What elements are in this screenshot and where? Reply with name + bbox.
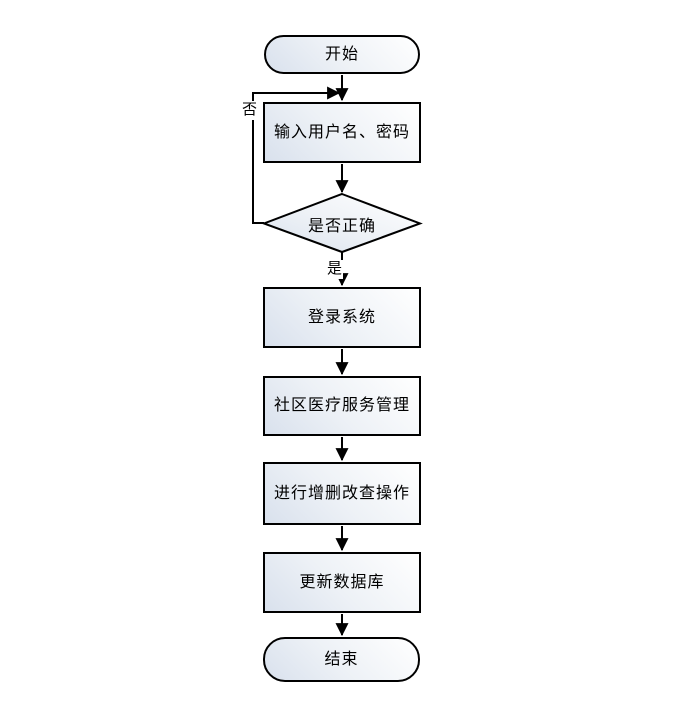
- node-service-management-label: 社区医疗服务管理: [273, 397, 410, 414]
- node-end-label: 结束: [324, 650, 359, 668]
- node-update-database-label: 更新数据库: [299, 573, 385, 591]
- node-start-label: 开始: [324, 45, 359, 63]
- node-crud-operations-label: 进行增删改查操作: [273, 484, 410, 502]
- node-update-database: 更新数据库: [263, 552, 421, 613]
- decision-diamond-shape: [261, 192, 423, 254]
- node-decision-verify: 是否正确: [264, 195, 420, 252]
- node-decision-verify-label: 是否正确: [307, 217, 376, 235]
- node-start-terminator: 开始: [264, 35, 420, 74]
- node-login-system: 登录系统: [263, 287, 421, 348]
- node-crud-operations: 进行增删改查操作: [263, 462, 421, 525]
- edge-label-no: 否: [241, 101, 259, 120]
- node-input-credentials-label: 输入用户名、密码: [273, 123, 410, 141]
- node-service-management: 社区医疗服务管理: [263, 376, 421, 436]
- node-end-terminator: 结束: [263, 637, 420, 682]
- edge-label-yes: 是: [326, 260, 344, 279]
- edge-no-loopback: [252, 86, 341, 224]
- node-input-credentials: 输入用户名、密码: [263, 102, 421, 163]
- node-login-system-label: 登录系统: [307, 308, 376, 326]
